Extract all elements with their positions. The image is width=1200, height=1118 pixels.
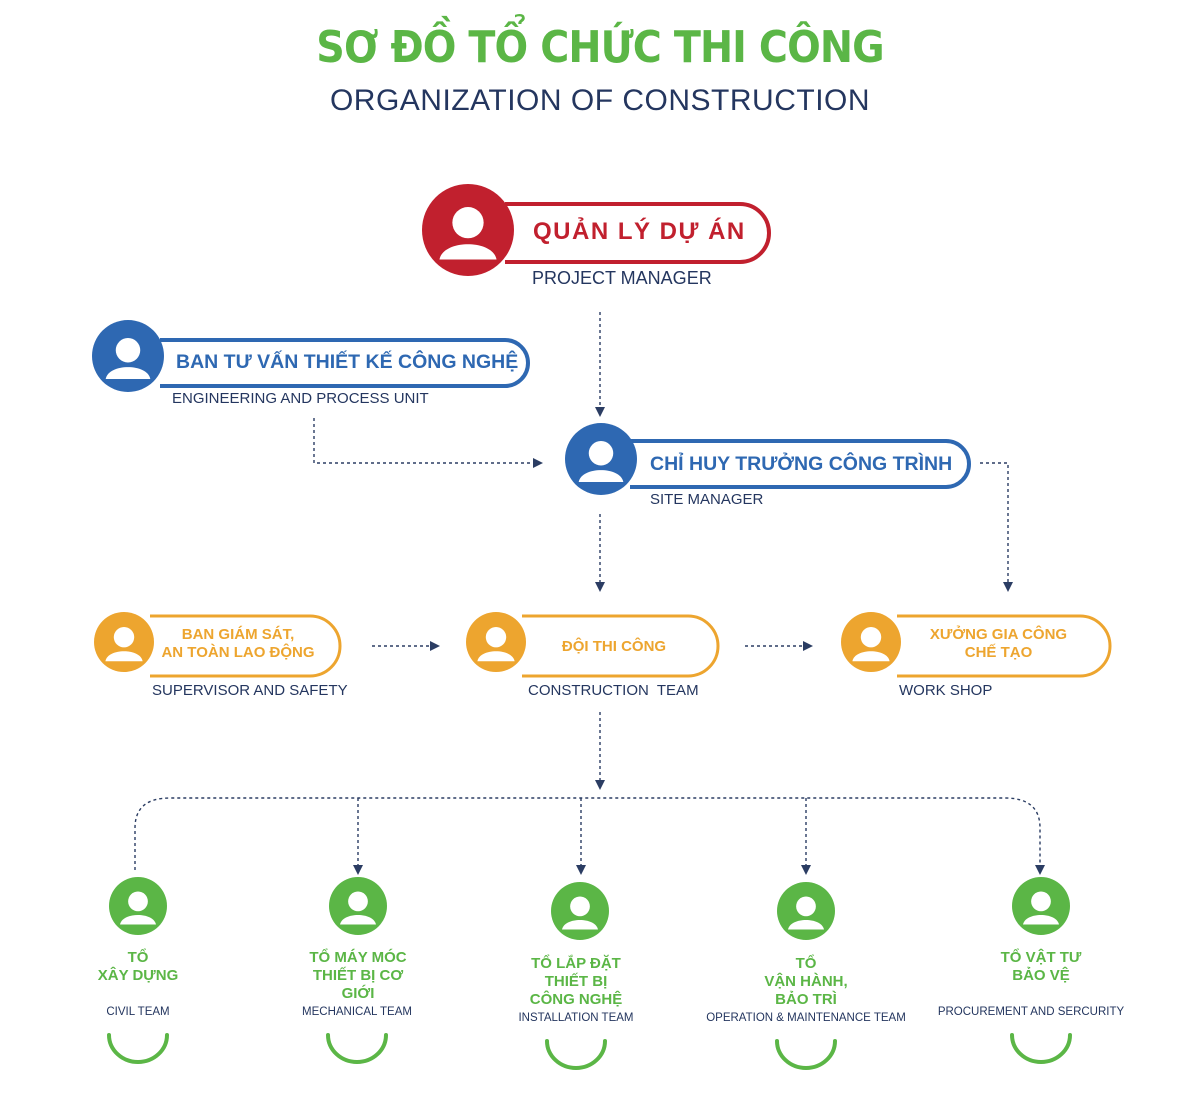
operation-team-label: TỔ VẬN HÀNH, BẢO TRÌ <box>726 955 886 1009</box>
mechanical-team-label-line: THIẾT BỊ CƠ <box>312 967 404 984</box>
operation-team-icon <box>777 882 835 940</box>
installation-team-label: TỔ LẮP ĐẶT THIẾT BỊ CÔNG NGHỆ <box>496 955 656 1009</box>
civil-team-label: TỔ XÂY DỰNG <box>58 949 218 985</box>
arrow-eng-to-site <box>313 418 543 468</box>
workshop-label-line2: CHẾ TẠO <box>964 644 1033 661</box>
operation-team-label-line: BẢO TRÌ <box>775 991 837 1008</box>
installation-team-arc <box>545 1039 607 1070</box>
mechanical-team-label: TỔ MÁY MÓC THIẾT BỊ CƠ GIỚI <box>278 949 438 1003</box>
operation-team-arc <box>775 1039 837 1070</box>
workshop-node-shape <box>841 612 1112 678</box>
mechanical-team-arc <box>326 1033 388 1064</box>
team-bus-line <box>134 797 1045 875</box>
supervisor-node-shape <box>94 612 342 678</box>
installation-team-label-line: THIẾT BỊ <box>544 973 608 990</box>
project-manager-label: QUẢN LÝ DỰ ÁN <box>533 218 746 245</box>
civil-team-sublabel: CIVIL TEAM <box>106 1006 170 1018</box>
procurement-team-sublabel: PROCUREMENT AND SERCURITY <box>937 1006 1125 1018</box>
civil-team-label-line: TỔ <box>127 949 149 966</box>
procurement-team-arc <box>1010 1033 1072 1064</box>
mechanical-team-icon <box>329 877 387 935</box>
installation-team-icon <box>551 882 609 940</box>
installation-team-sublabel: INSTALLATION TEAM <box>518 1012 634 1024</box>
team-arcs <box>107 1033 1072 1070</box>
supervisor-label-line2: AN TOÀN LAO ĐỘNG <box>161 644 315 661</box>
procurement-team-label: TỔ VẬT TƯ BẢO VỆ <box>961 949 1121 985</box>
operation-team-label-line: VẬN HÀNH, <box>764 973 848 990</box>
mechanical-team-label-line: TỔ MÁY MÓC <box>309 949 407 966</box>
procurement-team-icon <box>1012 877 1070 935</box>
construction-team-node-shape <box>466 612 720 678</box>
project-manager-node-shape <box>422 184 771 276</box>
civil-team-arc <box>107 1033 169 1064</box>
operation-team-sublabel: OPERATION & MAINTENANCE TEAM <box>706 1012 906 1024</box>
engineering-unit-node-shape <box>92 320 530 392</box>
arrow-site-to-workshop <box>980 462 1013 592</box>
construction-team-label: ĐỘI THI CÔNG <box>561 638 667 655</box>
civil-team-label-line: XÂY DỰNG <box>97 967 179 984</box>
supervisor-label-line1: BAN GIÁM SÁT, <box>181 626 295 643</box>
supervisor-sublabel: SUPERVISOR AND SAFETY <box>152 682 348 699</box>
operation-team-label-line: TỔ <box>795 955 817 972</box>
workshop-label-line1: XƯỞNG GIA CÔNG <box>929 626 1068 643</box>
civil-team-icon <box>109 877 167 935</box>
procurement-team-label-line: BẢO VỆ <box>1012 967 1070 984</box>
project-manager-sublabel: PROJECT MANAGER <box>532 268 712 288</box>
engineering-unit-label: BAN TƯ VẤN THIẾT KẾ CÔNG NGHỆ <box>176 351 519 373</box>
mechanical-team-label-line: GIỚI <box>341 985 375 1002</box>
mechanical-team-sublabel: MECHANICAL TEAM <box>302 1006 412 1018</box>
procurement-team-label-line: TỔ VẬT TƯ <box>1000 949 1082 966</box>
team-icons <box>109 877 1070 940</box>
page-subtitle: ORGANIZATION OF CONSTRUCTION <box>329 84 871 117</box>
construction-team-sublabel: CONSTRUCTION TEAM <box>528 682 699 699</box>
workshop-sublabel: WORK SHOP <box>899 682 993 699</box>
installation-team-label-line: TỔ LẮP ĐẶT <box>531 955 621 972</box>
engineering-unit-sublabel: ENGINEERING AND PROCESS UNIT <box>172 390 429 407</box>
installation-team-label-line: CÔNG NGHỆ <box>529 991 623 1008</box>
site-manager-node-shape <box>565 423 971 495</box>
supervisor-label: BAN GIÁM SÁT, AN TOÀN LAO ĐỘNG <box>158 626 318 662</box>
site-manager-sublabel: SITE MANAGER <box>650 491 764 508</box>
site-manager-label: CHỈ HUY TRƯỞNG CÔNG TRÌNH <box>650 453 953 475</box>
page-title: SƠ ĐỒ TỔ CHỨC THI CÔNG <box>316 22 884 73</box>
workshop-label: XƯỞNG GIA CÔNG CHẾ TẠO <box>916 626 1081 662</box>
